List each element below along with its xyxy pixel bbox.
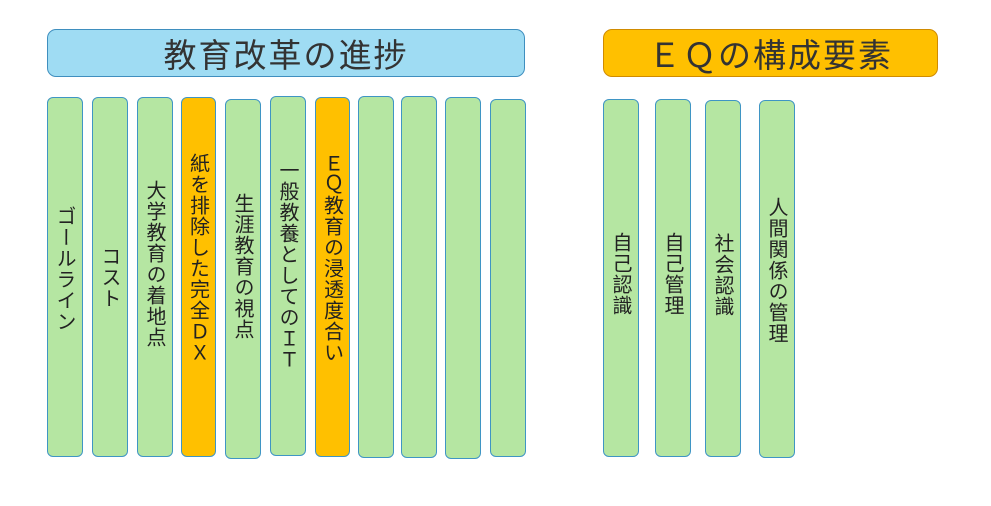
left-column [445,97,481,459]
right-column: 人間関係の管理 [759,100,795,458]
right-column-label: 自己管理 [661,232,685,316]
left-column-label: ＥＱ教育の浸透度合い [320,153,345,363]
right-column-label: 人間関係の管理 [765,197,789,344]
left-column-label: 大学教育の着地点 [143,180,167,348]
left-column-label: 生涯教育の視点 [231,193,255,340]
left-column-label: 紙を排除した完全ＤＸ [186,153,211,363]
left-column [490,99,526,457]
right-column: 自己管理 [655,99,691,457]
left-column: 紙を排除した完全ＤＸ [181,97,216,457]
left-column-label: コスト [98,246,122,309]
left-column: ＥＱ教育の浸透度合い [315,97,350,457]
left-column-label: ゴールライン [53,206,77,332]
right-group-title: ＥＱの構成要素 [603,29,938,77]
left-column: 一般教養としてのＩＴ [270,96,306,456]
right-column-label: 自己認識 [609,232,633,316]
left-column [401,96,437,458]
left-column: 大学教育の着地点 [137,97,173,457]
left-column: ゴールライン [47,97,83,457]
left-column: コスト [92,97,128,457]
right-column: 社会認識 [705,100,741,457]
right-column-label: 社会認識 [711,233,735,317]
right-column: 自己認識 [603,99,639,457]
left-column [358,96,394,458]
left-column: 生涯教育の視点 [225,99,261,459]
left-column-label: 一般教養としてのＩＴ [276,160,300,370]
left-group-title: 教育改革の進捗 [47,29,525,77]
